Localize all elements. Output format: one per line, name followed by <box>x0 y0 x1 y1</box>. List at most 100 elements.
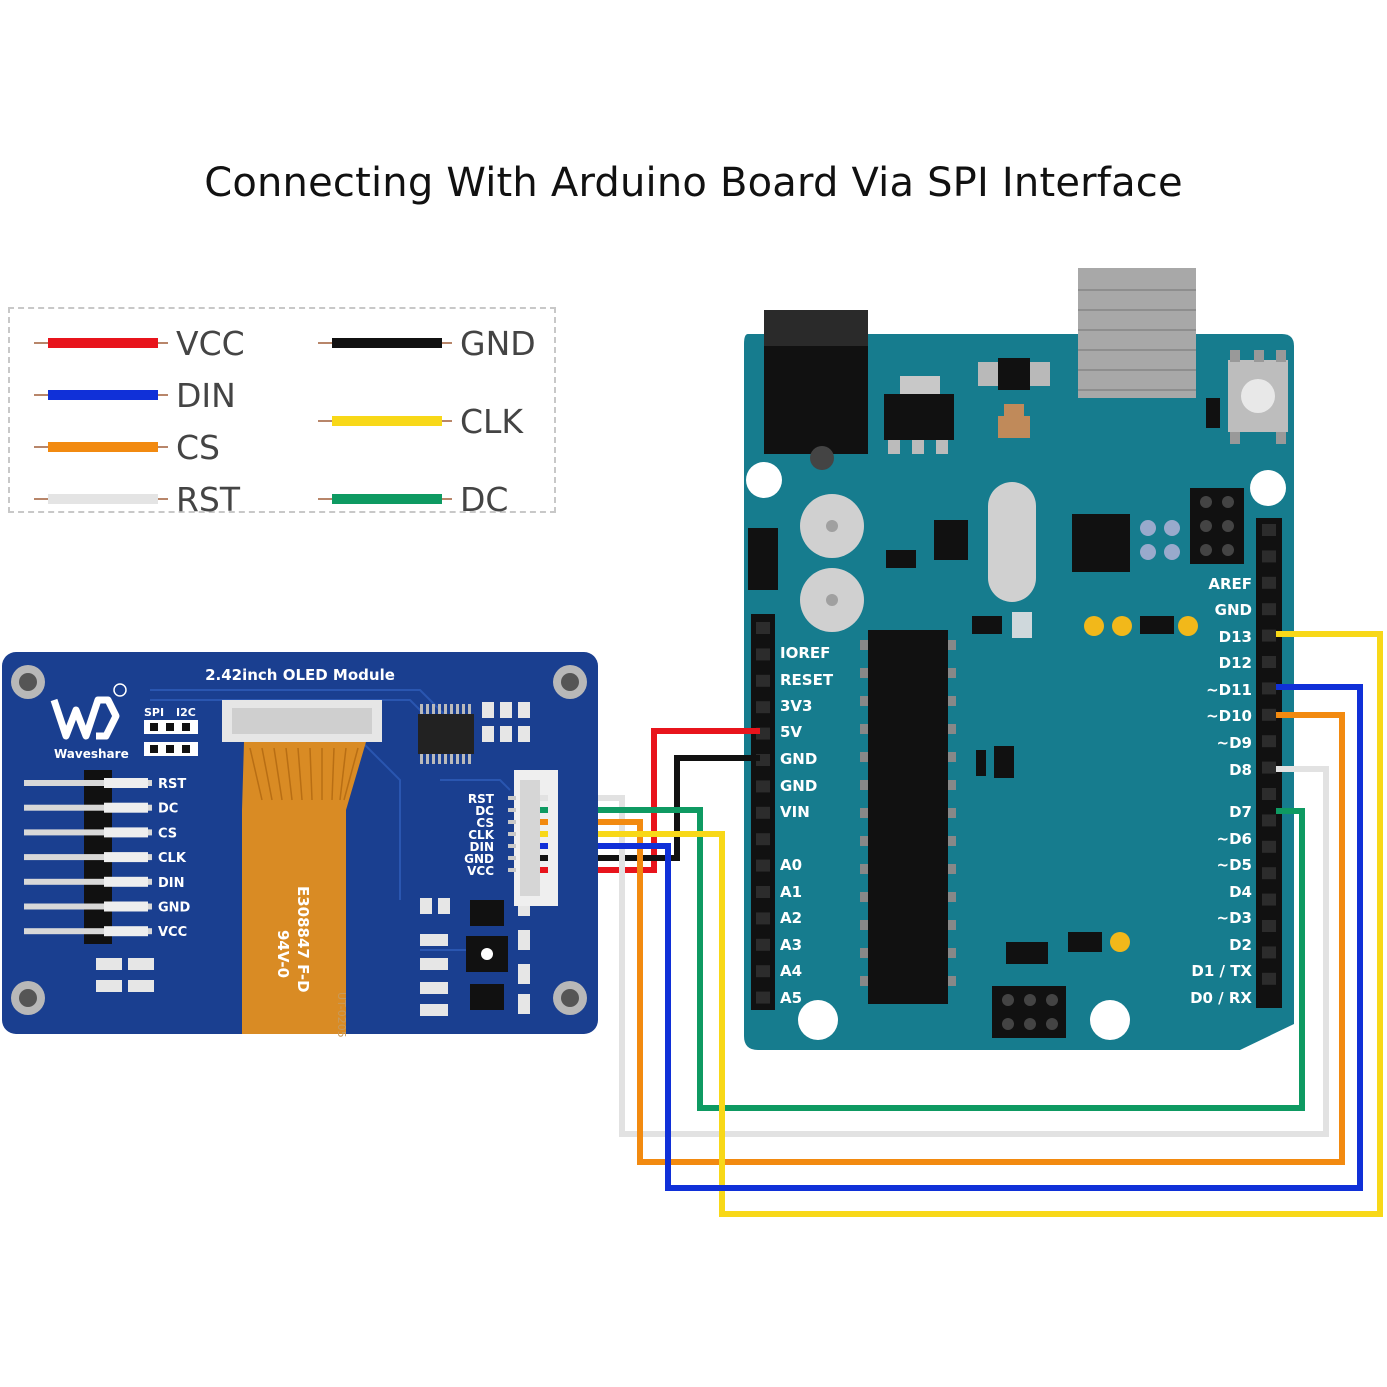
header-socket <box>1262 867 1276 880</box>
oled-header-label-rst: RST <box>158 777 186 792</box>
voltage-regulator <box>884 394 954 440</box>
header-socket <box>1262 524 1276 536</box>
connector-pin <box>508 808 516 812</box>
oled-connector-label-cs: CS <box>476 816 494 830</box>
arduino-pin-label-3v3: 3V3 <box>780 697 812 715</box>
flex-marking-2: 94V-0 <box>274 930 292 978</box>
usb-chip <box>1072 514 1130 572</box>
waveshare-brand-text: Waveshare <box>54 747 129 761</box>
arduino-pin-label-d7: D7 <box>1229 803 1252 821</box>
arduino-pin-label-ioref: IOREF <box>780 644 830 662</box>
oled-connector-label-dc: DC <box>475 804 494 818</box>
header-socket <box>1262 840 1276 853</box>
atmega-microcontroller <box>868 630 948 1004</box>
header-socket <box>1262 576 1276 589</box>
led <box>1110 932 1130 952</box>
legend-label-gnd: GND <box>460 323 536 363</box>
legend-item-gnd: GND <box>318 323 536 363</box>
mounting-hole <box>1090 1000 1130 1040</box>
header-socket <box>1262 550 1276 563</box>
arduino-pin-label-a4: A4 <box>780 962 802 980</box>
icsp-header <box>1190 488 1244 564</box>
pin-solder-pad <box>104 802 148 813</box>
pin-solder-pad <box>104 926 148 937</box>
header-pin <box>24 829 152 836</box>
header-pin <box>24 780 152 786</box>
arduino-pin-label-a3: A3 <box>780 936 802 954</box>
arduino-pin-label-d5: ~D5 <box>1217 856 1252 874</box>
arduino-pin-label-a2: A2 <box>780 909 802 927</box>
header-pin <box>24 928 152 935</box>
oled-header-label-clk: CLK <box>158 851 187 866</box>
arduino-pin-label-a5: A5 <box>780 989 802 1007</box>
connector-pin <box>508 844 516 848</box>
oled-header-label-dc: DC <box>158 802 178 817</box>
oled-module-board: 2.42inch OLED Module Waveshare SPI I2C R… <box>2 652 598 1038</box>
header-pin <box>24 854 152 861</box>
header-socket <box>1262 629 1276 642</box>
header-socket <box>756 991 770 1004</box>
header-socket <box>756 886 770 898</box>
oled-connector-label-clk: CLK <box>468 828 494 842</box>
mounting-hole <box>746 462 782 498</box>
header-socket <box>756 806 770 819</box>
header-pin <box>24 804 152 811</box>
oled-header-label-vcc: VCC <box>158 925 187 940</box>
arduino-pin-label-d0-rx: D0 / RX <box>1190 989 1252 1007</box>
legend-swatch-din <box>34 375 168 415</box>
header-pin <box>24 903 152 910</box>
legend-label-clk: CLK <box>460 401 524 441</box>
header-socket <box>1262 920 1276 932</box>
legend-swatch-rst <box>34 479 168 519</box>
header-socket <box>1262 946 1276 959</box>
connector-pin <box>508 820 516 824</box>
usb-connector-body <box>1078 334 1196 398</box>
legend-label-rst: RST <box>176 479 241 519</box>
legend-swatch-vcc <box>34 323 168 363</box>
oled-module-title: 2.42inch OLED Module <box>205 666 395 684</box>
header-socket <box>1262 814 1276 827</box>
crystal-oscillator <box>988 482 1036 602</box>
legend-item-rst: RST <box>34 479 240 519</box>
wire-cs <box>546 712 1345 1165</box>
oled-connector-label-rst: RST <box>468 792 495 806</box>
icsp-header-bottom <box>992 986 1066 1038</box>
arduino-pin-label-gnd: GND <box>1215 601 1252 619</box>
wire-rst <box>546 766 1329 1137</box>
header-socket <box>756 648 770 661</box>
header-socket <box>756 938 770 951</box>
arduino-pin-label-d11: ~D11 <box>1206 681 1252 699</box>
header-socket <box>756 912 770 925</box>
header-socket <box>1262 682 1276 695</box>
legend-swatch-gnd <box>318 323 452 363</box>
led <box>1178 616 1198 636</box>
legend-swatch-dc <box>318 479 452 519</box>
arduino-pin-label-aref: AREF <box>1208 575 1252 593</box>
arduino-pin-label-vin: VIN <box>780 803 810 821</box>
header-socket <box>756 833 770 846</box>
pin-solder-pad <box>104 778 148 788</box>
arduino-pin-label-a0: A0 <box>780 856 802 874</box>
header-socket <box>756 622 770 634</box>
arduino-pin-label-d2: D2 <box>1229 936 1252 954</box>
pin-solder-pad <box>104 876 148 887</box>
legend-label-din: DIN <box>176 375 236 415</box>
arduino-pin-label-gnd: GND <box>780 777 817 795</box>
wire-harness <box>546 631 1383 1217</box>
header-socket <box>756 780 770 793</box>
legend-item-vcc: VCC <box>34 323 245 363</box>
legend-label-cs: CS <box>176 427 220 467</box>
waveshare-logo-icon <box>50 696 120 740</box>
legend-item-din: DIN <box>34 375 236 415</box>
header-socket <box>1262 708 1276 721</box>
header-socket <box>1262 656 1276 668</box>
header-socket <box>756 965 770 978</box>
header-socket <box>1262 972 1276 985</box>
header-pin <box>24 878 152 885</box>
arduino-pin-label-reset: RESET <box>780 671 834 689</box>
led <box>1084 616 1104 636</box>
level-shifter-chip <box>418 714 474 754</box>
wire-color-legend: VCC DIN CS RST GND CLK DC <box>8 307 556 519</box>
